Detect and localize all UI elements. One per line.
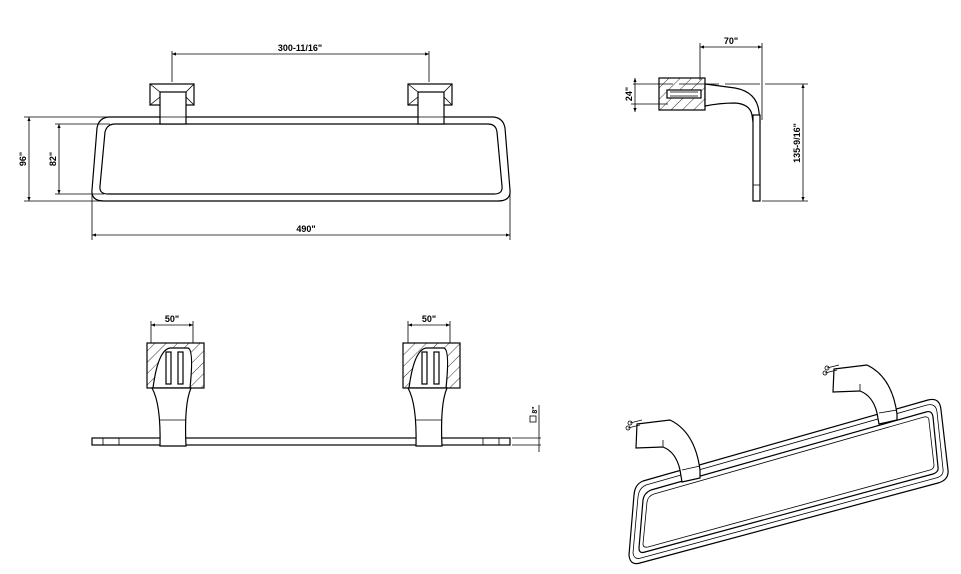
dimension-outer-height: 96": [18, 116, 112, 202]
dim-outer-height-label: 96": [18, 152, 28, 166]
right-mount-top: [402, 342, 461, 447]
dimension-inner-height: 82": [48, 123, 110, 195]
dim-left-mount-width-label: 50": [165, 314, 179, 324]
dim-center-distance-label: 300-11/16": [278, 43, 322, 53]
dim-inner-height-label: 82": [48, 152, 58, 166]
front-view: 300-11/16" 96" 82" 490": [18, 43, 511, 240]
right-bracket-perspective: [822, 364, 898, 425]
top-view: 50" 50" 8": [91, 314, 541, 452]
bar-top: [91, 437, 511, 446]
dim-projection-label: 70": [724, 36, 738, 46]
dim-total-depth-label: 135-9/16": [792, 123, 802, 163]
towel-bar-inner: [99, 123, 503, 195]
dimension-bar-thickness: 8": [529, 405, 540, 452]
perspective-view: [625, 364, 949, 565]
side-view: 70" 24" 135-9/16": [624, 36, 808, 202]
dim-right-mount-width-label: 50": [422, 314, 436, 324]
right-bracket: [407, 83, 453, 125]
left-bracket: [149, 83, 195, 125]
dimension-projection: 70": [699, 36, 763, 120]
arm-profile: [704, 83, 761, 123]
left-mount-top: [146, 342, 205, 447]
dimension-right-mount-width: 50": [407, 314, 451, 343]
dimension-center-distance: 300-11/16": [171, 43, 430, 82]
dimension-left-mount-width: 50": [150, 314, 194, 343]
dimension-mount-height: 24": [624, 78, 668, 112]
bar-profile: [752, 114, 761, 202]
dim-bar-thickness-label: 8": [532, 406, 539, 413]
dim-mount-height-label: 24": [624, 87, 634, 101]
dimension-total-depth: 135-9/16": [762, 83, 808, 202]
left-bracket-perspective: [625, 419, 701, 483]
dimension-total-width: 490": [91, 190, 511, 240]
dim-total-width-label: 490": [296, 224, 315, 234]
towel-bar-outer: [91, 116, 511, 202]
towel-bar-ring-outer: [628, 398, 949, 565]
